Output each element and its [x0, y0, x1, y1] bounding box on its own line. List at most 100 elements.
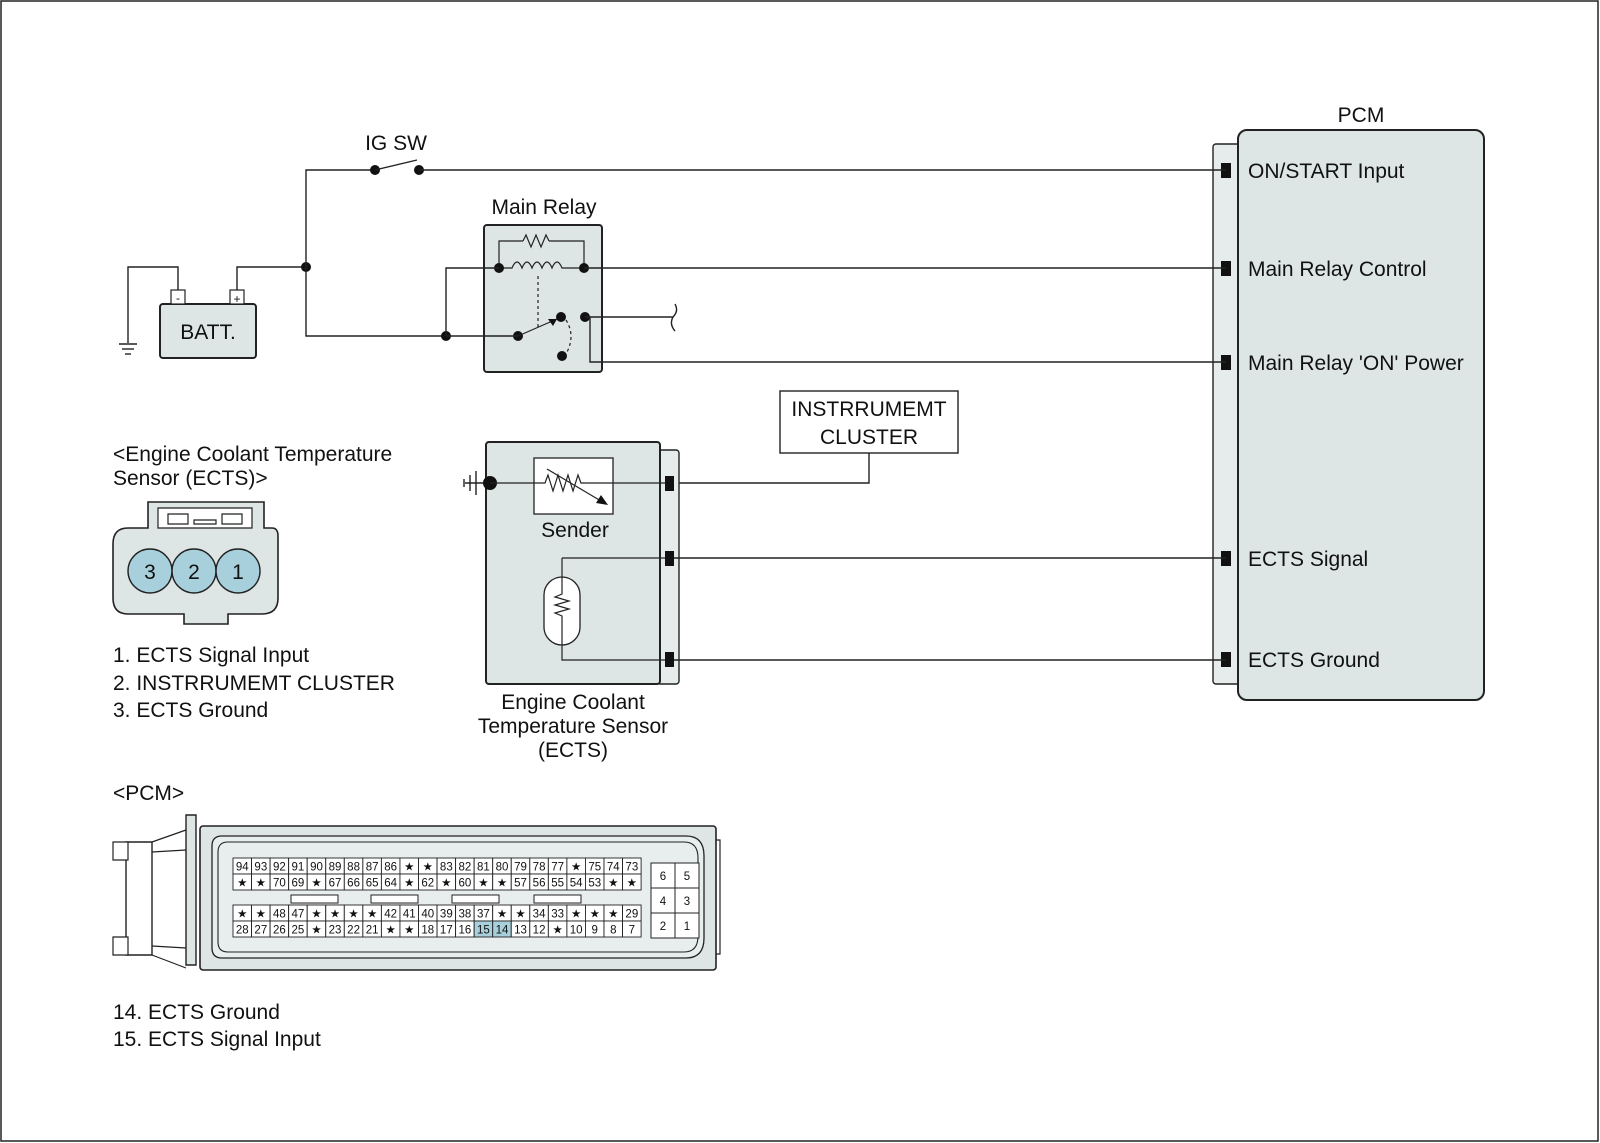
pcm-pin-label: 54 — [570, 878, 583, 890]
pcm-pin-label: 88 — [347, 862, 360, 874]
pcm-pin-label: 81 — [477, 862, 490, 874]
ects-connector-face: <Engine Coolant Temperature Sensor (ECTS… — [112, 443, 395, 722]
pcm-pin-label: 83 — [440, 862, 453, 874]
pcm-pin-label: 48 — [273, 909, 286, 921]
pcm-pin-label: 66 — [347, 878, 360, 890]
pcm-side-pin-label: 2 — [660, 921, 666, 933]
pcm-pin-label: ★ — [237, 878, 247, 890]
ects-pin-marker — [665, 476, 674, 491]
pcm-pin-label: 15 — [477, 925, 490, 937]
pcm-pin-label: 92 — [273, 862, 286, 874]
pcm-pin-label: 55 — [551, 878, 564, 890]
pcm-pin-label: 27 — [254, 925, 267, 937]
pcm-legend-item: 14. ECTS Ground — [113, 1001, 280, 1024]
pcm-pin-label: 86 — [384, 862, 397, 874]
pcm-pin-label: ★ — [608, 878, 618, 890]
pcm-pin-label: 65 — [366, 878, 379, 890]
instrument-cluster: INSTRRUMEMT CLUSTER — [670, 390, 959, 484]
pcm-pin-label: 90 — [310, 862, 323, 874]
pcm-pin-label: 22 — [347, 925, 360, 937]
pcm-pin-label: 60 — [458, 878, 471, 890]
ects-pin-label: 2 — [188, 561, 200, 584]
pcm-pin-label: 21 — [366, 925, 379, 937]
pcm-title: PCM — [1338, 104, 1385, 127]
pcm-pin-label: 47 — [292, 909, 305, 921]
pcm-pin-label: 16 — [458, 925, 471, 937]
ects-connector-title-line2: Sensor (ECTS)> — [113, 467, 268, 490]
ects-legend-item: 2. INSTRRUMEMT CLUSTER — [113, 672, 395, 695]
pcm-pin-label: ★ — [423, 862, 433, 874]
pcm-pin-label: ★ — [627, 878, 637, 890]
pcm-pin-label: 14 — [496, 925, 509, 937]
pcm-pin-label: ★ — [441, 878, 451, 890]
pcm-pin-label: 38 — [458, 909, 471, 921]
pcm-pin-label: 79 — [514, 862, 527, 874]
pcm-pin-label: 69 — [292, 878, 305, 890]
pcm-pin-label: ★ — [571, 862, 581, 874]
pcm-block: PCM ON/START Input Main Relay Control Ma… — [1212, 104, 1485, 701]
pcm-pin-label: 13 — [514, 925, 527, 937]
pcm-pin-label: 33 — [551, 909, 564, 921]
sender-label: Sender — [541, 519, 609, 542]
pcm-pin-label: 74 — [607, 862, 620, 874]
pcm-pin-cell — [622, 873, 642, 891]
pcm-pin-label: 75 — [588, 862, 601, 874]
pcm-pin-label: 34 — [533, 909, 546, 921]
pcm-side-pin-label: 1 — [684, 921, 690, 933]
battery-minus-label: - — [176, 291, 180, 305]
ects-pin-marker — [665, 551, 674, 566]
pcm-pin-label: 80 — [496, 862, 509, 874]
pcm-pin-label: ★ — [497, 909, 507, 921]
pcm-pin-label: 77 — [551, 862, 564, 874]
main-relay: Main Relay — [445, 196, 1226, 373]
ects-sensor: Sender Engine Coolant Temperature Sensor… — [463, 441, 680, 762]
pcm-pin-label: 18 — [421, 925, 434, 937]
pcm-pin-ects-ground: ECTS Ground — [1248, 649, 1380, 672]
battery-body — [159, 303, 257, 359]
pcm-pin-label: 67 — [329, 878, 342, 890]
pcm-pin-label: ★ — [552, 925, 562, 937]
pcm-pin-label: 37 — [477, 909, 490, 921]
pcm-pin-ects-signal: ECTS Signal — [1248, 548, 1368, 571]
pcm-pin-label: 73 — [625, 862, 638, 874]
pcm-pin-label: 8 — [610, 925, 616, 937]
ects-caption-line1: Engine Coolant — [501, 691, 645, 714]
pcm-side-pin-label: 3 — [684, 896, 690, 908]
pcm-pin-label: 23 — [329, 925, 342, 937]
pcm-pin-label: ★ — [404, 925, 414, 937]
pcm-pin-label: ★ — [590, 909, 600, 921]
sender-box — [533, 457, 614, 515]
pcm-pin-label: 40 — [421, 909, 434, 921]
pcm-pin-label: ★ — [311, 909, 321, 921]
pcm-pin-label: 70 — [273, 878, 286, 890]
ects-sensor-box — [485, 441, 661, 685]
pcm-pin-label: ★ — [330, 909, 340, 921]
instrument-cluster-label-line1: INSTRRUMEMT — [791, 398, 946, 421]
pcm-pin-label: 91 — [292, 862, 305, 874]
ects-pin-label: 3 — [144, 561, 156, 584]
pcm-connector-title: <PCM> — [113, 782, 184, 805]
battery-label: BATT. — [180, 321, 236, 344]
relay-output-wire — [590, 303, 678, 332]
pcm-pin-label: 39 — [440, 909, 453, 921]
pcm-pin-label: ★ — [404, 862, 414, 874]
pcm-pin-label: 53 — [588, 878, 601, 890]
pcm-pin-label: ★ — [311, 878, 321, 890]
pcm-pin-label: ★ — [404, 878, 414, 890]
battery-plus-label: + — [233, 292, 240, 306]
pcm-pin-label: 64 — [384, 878, 397, 890]
pcm-pin-label: ★ — [256, 909, 266, 921]
pcm-pin-label: ★ — [367, 909, 377, 921]
pcm-box — [1237, 129, 1485, 701]
pcm-pin-label: 17 — [440, 925, 453, 937]
pcm-side-pin-label: 5 — [684, 871, 690, 883]
ects-caption-line3: (ECTS) — [538, 739, 608, 762]
pcm-pin-on-start: ON/START Input — [1248, 160, 1405, 183]
pcm-pin-label: ★ — [478, 878, 488, 890]
ground-symbol-battery — [119, 266, 179, 355]
pcm-pin-label: 82 — [458, 862, 471, 874]
instrument-cluster-box — [779, 390, 959, 454]
